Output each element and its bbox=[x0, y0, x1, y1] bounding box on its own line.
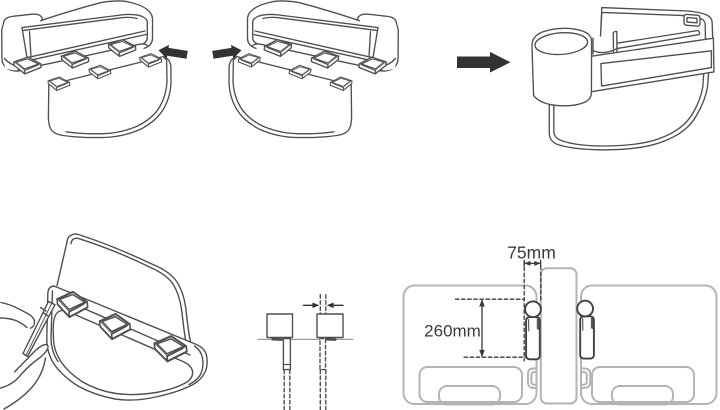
svg-text:75mm: 75mm bbox=[507, 243, 556, 263]
svg-text:260mm: 260mm bbox=[424, 322, 481, 341]
